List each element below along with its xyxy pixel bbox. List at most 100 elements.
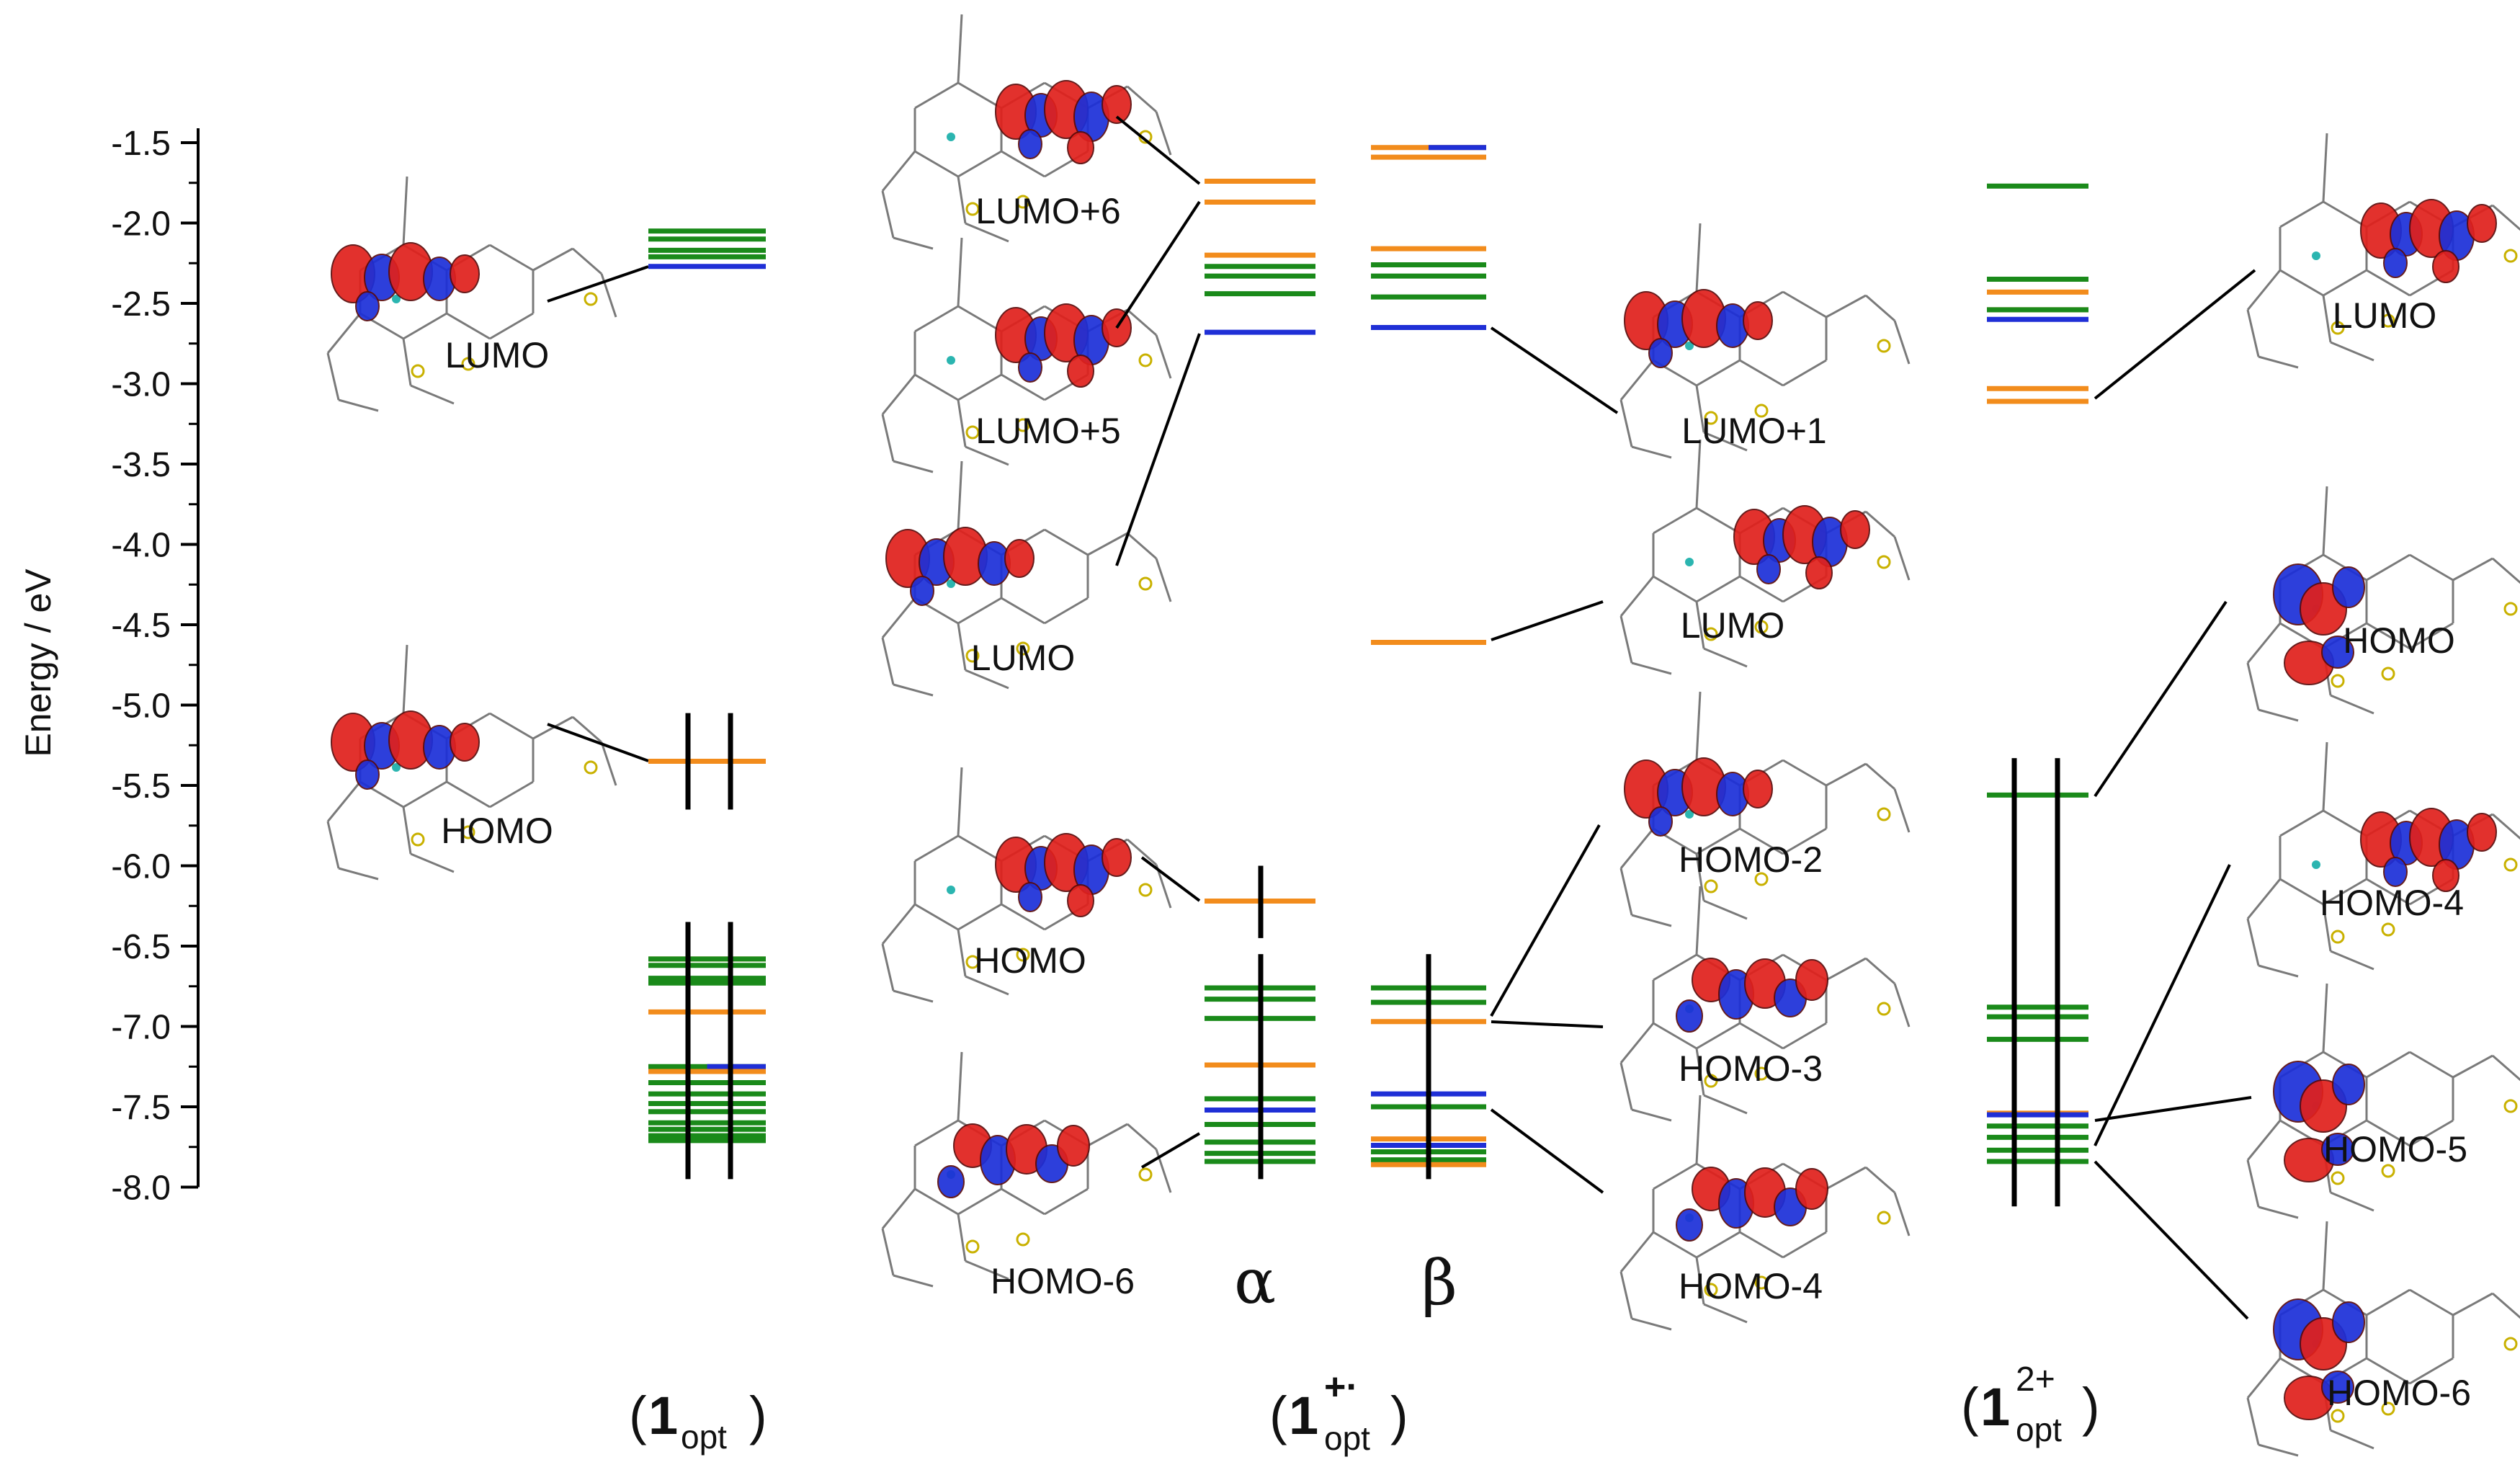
bond [2366, 878, 2410, 906]
sulfur-atom [2331, 1409, 2345, 1423]
bond [2246, 309, 2260, 357]
bond [914, 1187, 959, 1216]
bond [965, 975, 1009, 996]
bond [402, 176, 408, 246]
bond [1893, 983, 1911, 1028]
bond [1703, 1303, 1748, 1324]
bond [2258, 708, 2299, 722]
sulfur-atom [1877, 339, 1891, 353]
sulfur-atom [1704, 879, 1718, 894]
bond [1865, 510, 1895, 538]
bond [2452, 1054, 2493, 1079]
bond [881, 943, 895, 991]
blue-lobe [2321, 636, 2354, 669]
orbital-image-r-blumo1 [1619, 223, 1911, 459]
sulfur-atom [1704, 411, 1718, 425]
bond [1826, 957, 1867, 981]
orbital-images [326, 14, 2520, 1457]
orbital-label-r-bhomo3: HOMO-3 [1679, 1048, 1823, 1089]
bond [2246, 1358, 2282, 1399]
bond [2366, 622, 2410, 650]
bond [1631, 1317, 1672, 1331]
bond [600, 741, 617, 786]
tick-label: -5.5 [111, 767, 171, 806]
blue-lobe [937, 1165, 965, 1198]
bond [2246, 1397, 2260, 1445]
bond [2246, 662, 2260, 710]
metal-atom [1685, 810, 1694, 819]
orbital-label-d-homo5: HOMO-5 [2323, 1129, 2467, 1169]
bond [957, 903, 1002, 931]
bond [2366, 1357, 2410, 1385]
orbital-image-r-lumo [881, 460, 1172, 697]
bond [1653, 1022, 1697, 1050]
bond [1619, 868, 1633, 916]
orbital-image-r-bhomo3 [1619, 886, 1911, 1122]
bond [489, 712, 534, 740]
sulfur-atom [1138, 576, 1153, 591]
bond [2323, 269, 2367, 297]
dication-label-sup: 2+ [2016, 1360, 2055, 1399]
bond [2322, 295, 2332, 343]
blue-lobe [1676, 999, 1703, 1033]
bond [1653, 1231, 1697, 1259]
bond [532, 716, 573, 740]
sulfur-atom [2503, 1337, 2518, 1351]
bond [1893, 536, 1911, 581]
svg-text:(: ( [629, 1386, 647, 1445]
blue-lobe [355, 759, 380, 790]
blue-lobe [1648, 338, 1673, 368]
bond [1695, 886, 1702, 955]
tick-label: -4.0 [111, 527, 171, 565]
sulfur-atom [1754, 404, 1769, 418]
orbital-label-r-lumo6: LUMO+6 [975, 191, 1120, 231]
svg-text:): ) [749, 1386, 767, 1445]
orbital-image-d-lumo [2246, 133, 2520, 369]
bond [2409, 1357, 2454, 1385]
connector-r-blumo1 [1490, 326, 1619, 414]
red-lobe [1743, 301, 1773, 340]
bond [1695, 691, 1702, 761]
sulfur-atom [1016, 948, 1030, 962]
bond [1001, 597, 1045, 625]
bond [957, 623, 967, 671]
bond [1619, 1022, 1655, 1064]
bond [893, 460, 934, 473]
sulfur-atom [2381, 922, 2395, 937]
sulfur-atom [2503, 249, 2518, 263]
bond [1127, 532, 1157, 560]
sulfur-atom [2381, 1402, 2395, 1416]
blue-lobe [2321, 1371, 2354, 1404]
bond [1619, 615, 1633, 664]
connector-d-homo [2094, 600, 2228, 798]
bond [957, 150, 1002, 178]
electron-occupancy [685, 713, 2060, 1207]
bond [893, 236, 934, 250]
bond [1087, 532, 1128, 556]
sulfur-atom [1138, 883, 1153, 897]
bond [1619, 1062, 1633, 1110]
bond [2492, 813, 2520, 840]
bond [1865, 294, 1895, 322]
bond [914, 305, 959, 333]
bond [2279, 200, 2324, 228]
bond [338, 398, 379, 412]
bond [1695, 223, 1702, 293]
sulfur-atom [1016, 195, 1030, 209]
bond [957, 834, 1002, 863]
red-lobe [1057, 1125, 1090, 1167]
bond [1155, 334, 1172, 379]
orbital-image-n-lumo [326, 176, 617, 412]
metal-atom [947, 579, 955, 588]
bond [1782, 1231, 1827, 1259]
bond [2366, 553, 2410, 581]
bond [2323, 878, 2367, 906]
blue-lobe [1648, 806, 1673, 837]
bond [1619, 360, 1655, 401]
tick-label: -5.0 [111, 687, 171, 726]
bond [2492, 1054, 2520, 1082]
sulfur-atom [1877, 1211, 1891, 1225]
bond [2258, 964, 2299, 978]
orbital-label-d-homo: HOMO [2343, 620, 2455, 661]
sulfur-atom [584, 292, 598, 306]
